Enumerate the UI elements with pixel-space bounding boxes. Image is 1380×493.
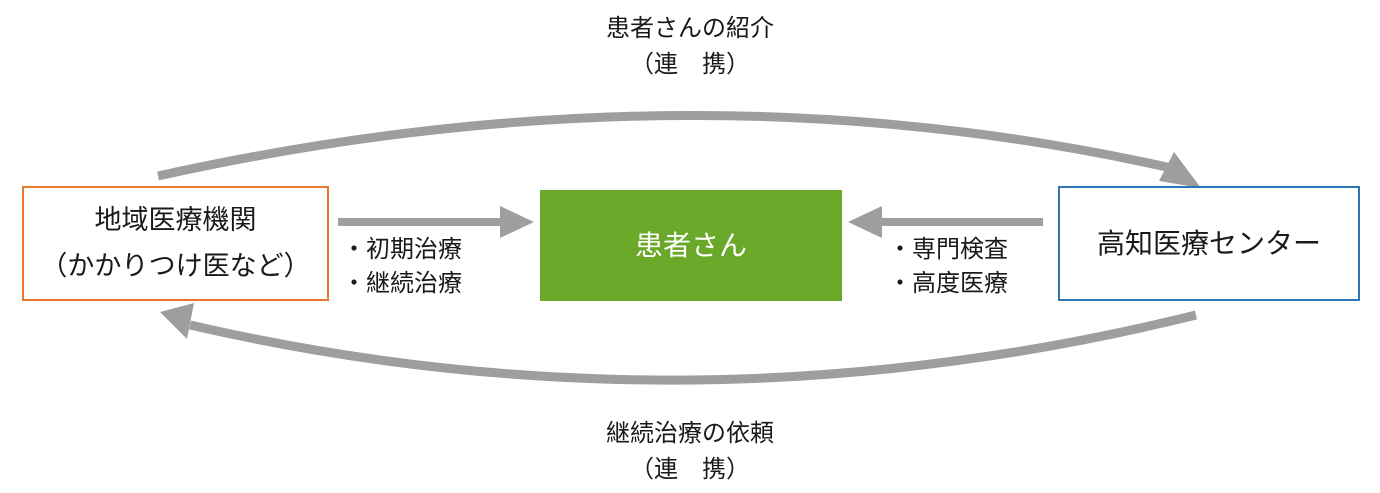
- regional-clinic-box: 地域医療機関 （かかりつけ医など）: [22, 186, 329, 301]
- center-service-item: ・専門検査: [888, 235, 1008, 263]
- top-caption-line1: 患者さんの紹介: [606, 14, 774, 42]
- bottom-caption-line2: （連 携）: [630, 455, 750, 483]
- left-straight-arrow-head: [500, 206, 534, 238]
- patient-label: 患者さん: [634, 228, 747, 262]
- regional-clinic-line1: 地域医療機関: [94, 204, 257, 236]
- center-services-list: ・専門検査 ・高度医療: [888, 232, 1008, 300]
- clinic-service-item: ・初期治療: [342, 235, 462, 263]
- center-service-item: ・高度医療: [888, 269, 1008, 297]
- bottom-curved-arrow-shaft: [188, 310, 1198, 385]
- medical-center-label: 高知医療センター: [1096, 226, 1321, 260]
- clinic-service-item: ・継続治療: [342, 269, 462, 297]
- regional-clinic-line2: （かかりつけ医など）: [40, 250, 311, 282]
- right-straight-arrow-head: [848, 206, 882, 238]
- bottom-caption-line1: 継続治療の依頼: [606, 419, 774, 447]
- top-curved-arrow-shaft: [157, 110, 1182, 181]
- clinic-services-list: ・初期治療 ・継続治療: [342, 232, 462, 300]
- top-caption: 患者さんの紹介 （連 携）: [540, 10, 840, 82]
- bottom-curved-arrow-head: [160, 303, 194, 339]
- bottom-caption: 継続治療の依頼 （連 携）: [540, 415, 840, 487]
- patient-box: 患者さん: [540, 190, 842, 301]
- top-caption-line2: （連 携）: [630, 50, 750, 78]
- medical-center-box: 高知医療センター: [1058, 186, 1360, 301]
- top-curved-arrow-head: [1159, 152, 1201, 188]
